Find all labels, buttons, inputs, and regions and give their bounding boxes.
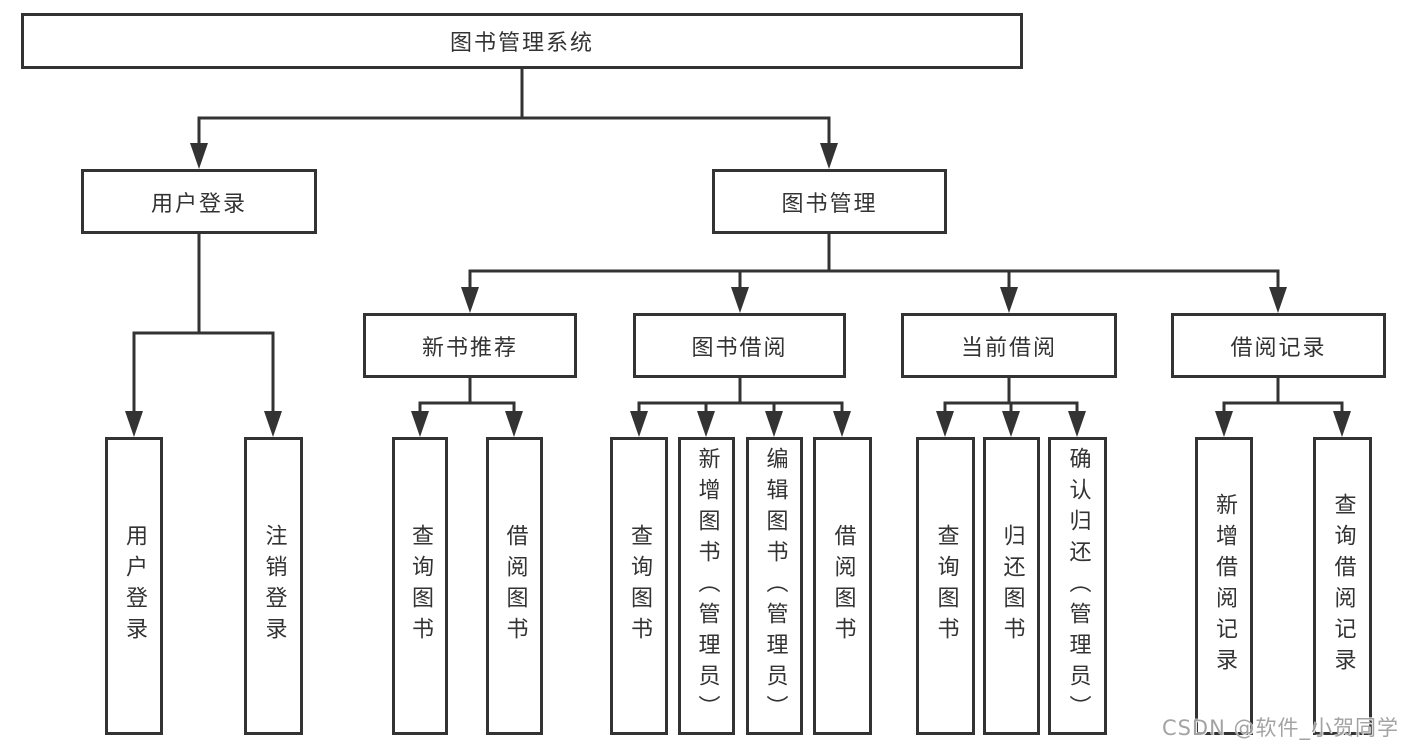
leaf-query-book-1: 查询图书 <box>392 437 448 735</box>
leaf-label: 新增图书（管理员） <box>694 446 720 726</box>
leaf-borrow-book-2: 借阅图书 <box>813 437 872 735</box>
leaf-label: 借阅图书 <box>502 524 528 648</box>
node-current-borrow: 当前借阅 <box>901 313 1117 378</box>
leaf-confirm-return-admin: 确认归还（管理员） <box>1048 437 1107 735</box>
leaf-label: 查询图书 <box>627 524 652 648</box>
leaf-add-borrow-record: 新增借阅记录 <box>1195 437 1253 735</box>
leaf-edit-book-admin: 编辑图书（管理员） <box>746 437 803 735</box>
leaf-query-book-2: 查询图书 <box>610 437 668 735</box>
leaf-label: 查询借阅记录 <box>1330 493 1356 679</box>
leaf-query-borrow-record: 查询借阅记录 <box>1313 437 1372 735</box>
leaf-label: 用户登录 <box>122 524 147 648</box>
leaf-label: 查询图书 <box>933 524 959 648</box>
leaf-query-book-3: 查询图书 <box>916 437 975 735</box>
leaf-label: 注销登录 <box>261 524 287 648</box>
leaf-user-login: 用户登录 <box>105 437 163 735</box>
leaf-label: 新增借阅记录 <box>1212 493 1237 679</box>
csdn-watermark: CSDN @软件_小贺同学 <box>1161 716 1399 740</box>
leaf-label: 归还图书 <box>999 524 1025 648</box>
node-user-login: 用户登录 <box>81 169 317 234</box>
node-root-library-system: 图书管理系统 <box>21 13 1023 69</box>
node-book-management: 图书管理 <box>712 169 947 234</box>
leaf-label: 确认归还（管理员） <box>1065 446 1091 726</box>
leaf-label: 借阅图书 <box>830 524 856 648</box>
leaf-return-book: 归还图书 <box>983 437 1040 735</box>
node-borrow-record: 借阅记录 <box>1171 313 1386 378</box>
leaf-label: 编辑图书（管理员） <box>762 446 788 726</box>
leaf-add-book-admin: 新增图书（管理员） <box>678 437 735 735</box>
node-new-book-recommend: 新书推荐 <box>363 313 577 378</box>
node-book-borrow: 图书借阅 <box>633 313 846 378</box>
leaf-label: 查询图书 <box>408 524 433 648</box>
leaf-borrow-book-1: 借阅图书 <box>486 437 543 735</box>
leaf-logout: 注销登录 <box>244 437 303 735</box>
